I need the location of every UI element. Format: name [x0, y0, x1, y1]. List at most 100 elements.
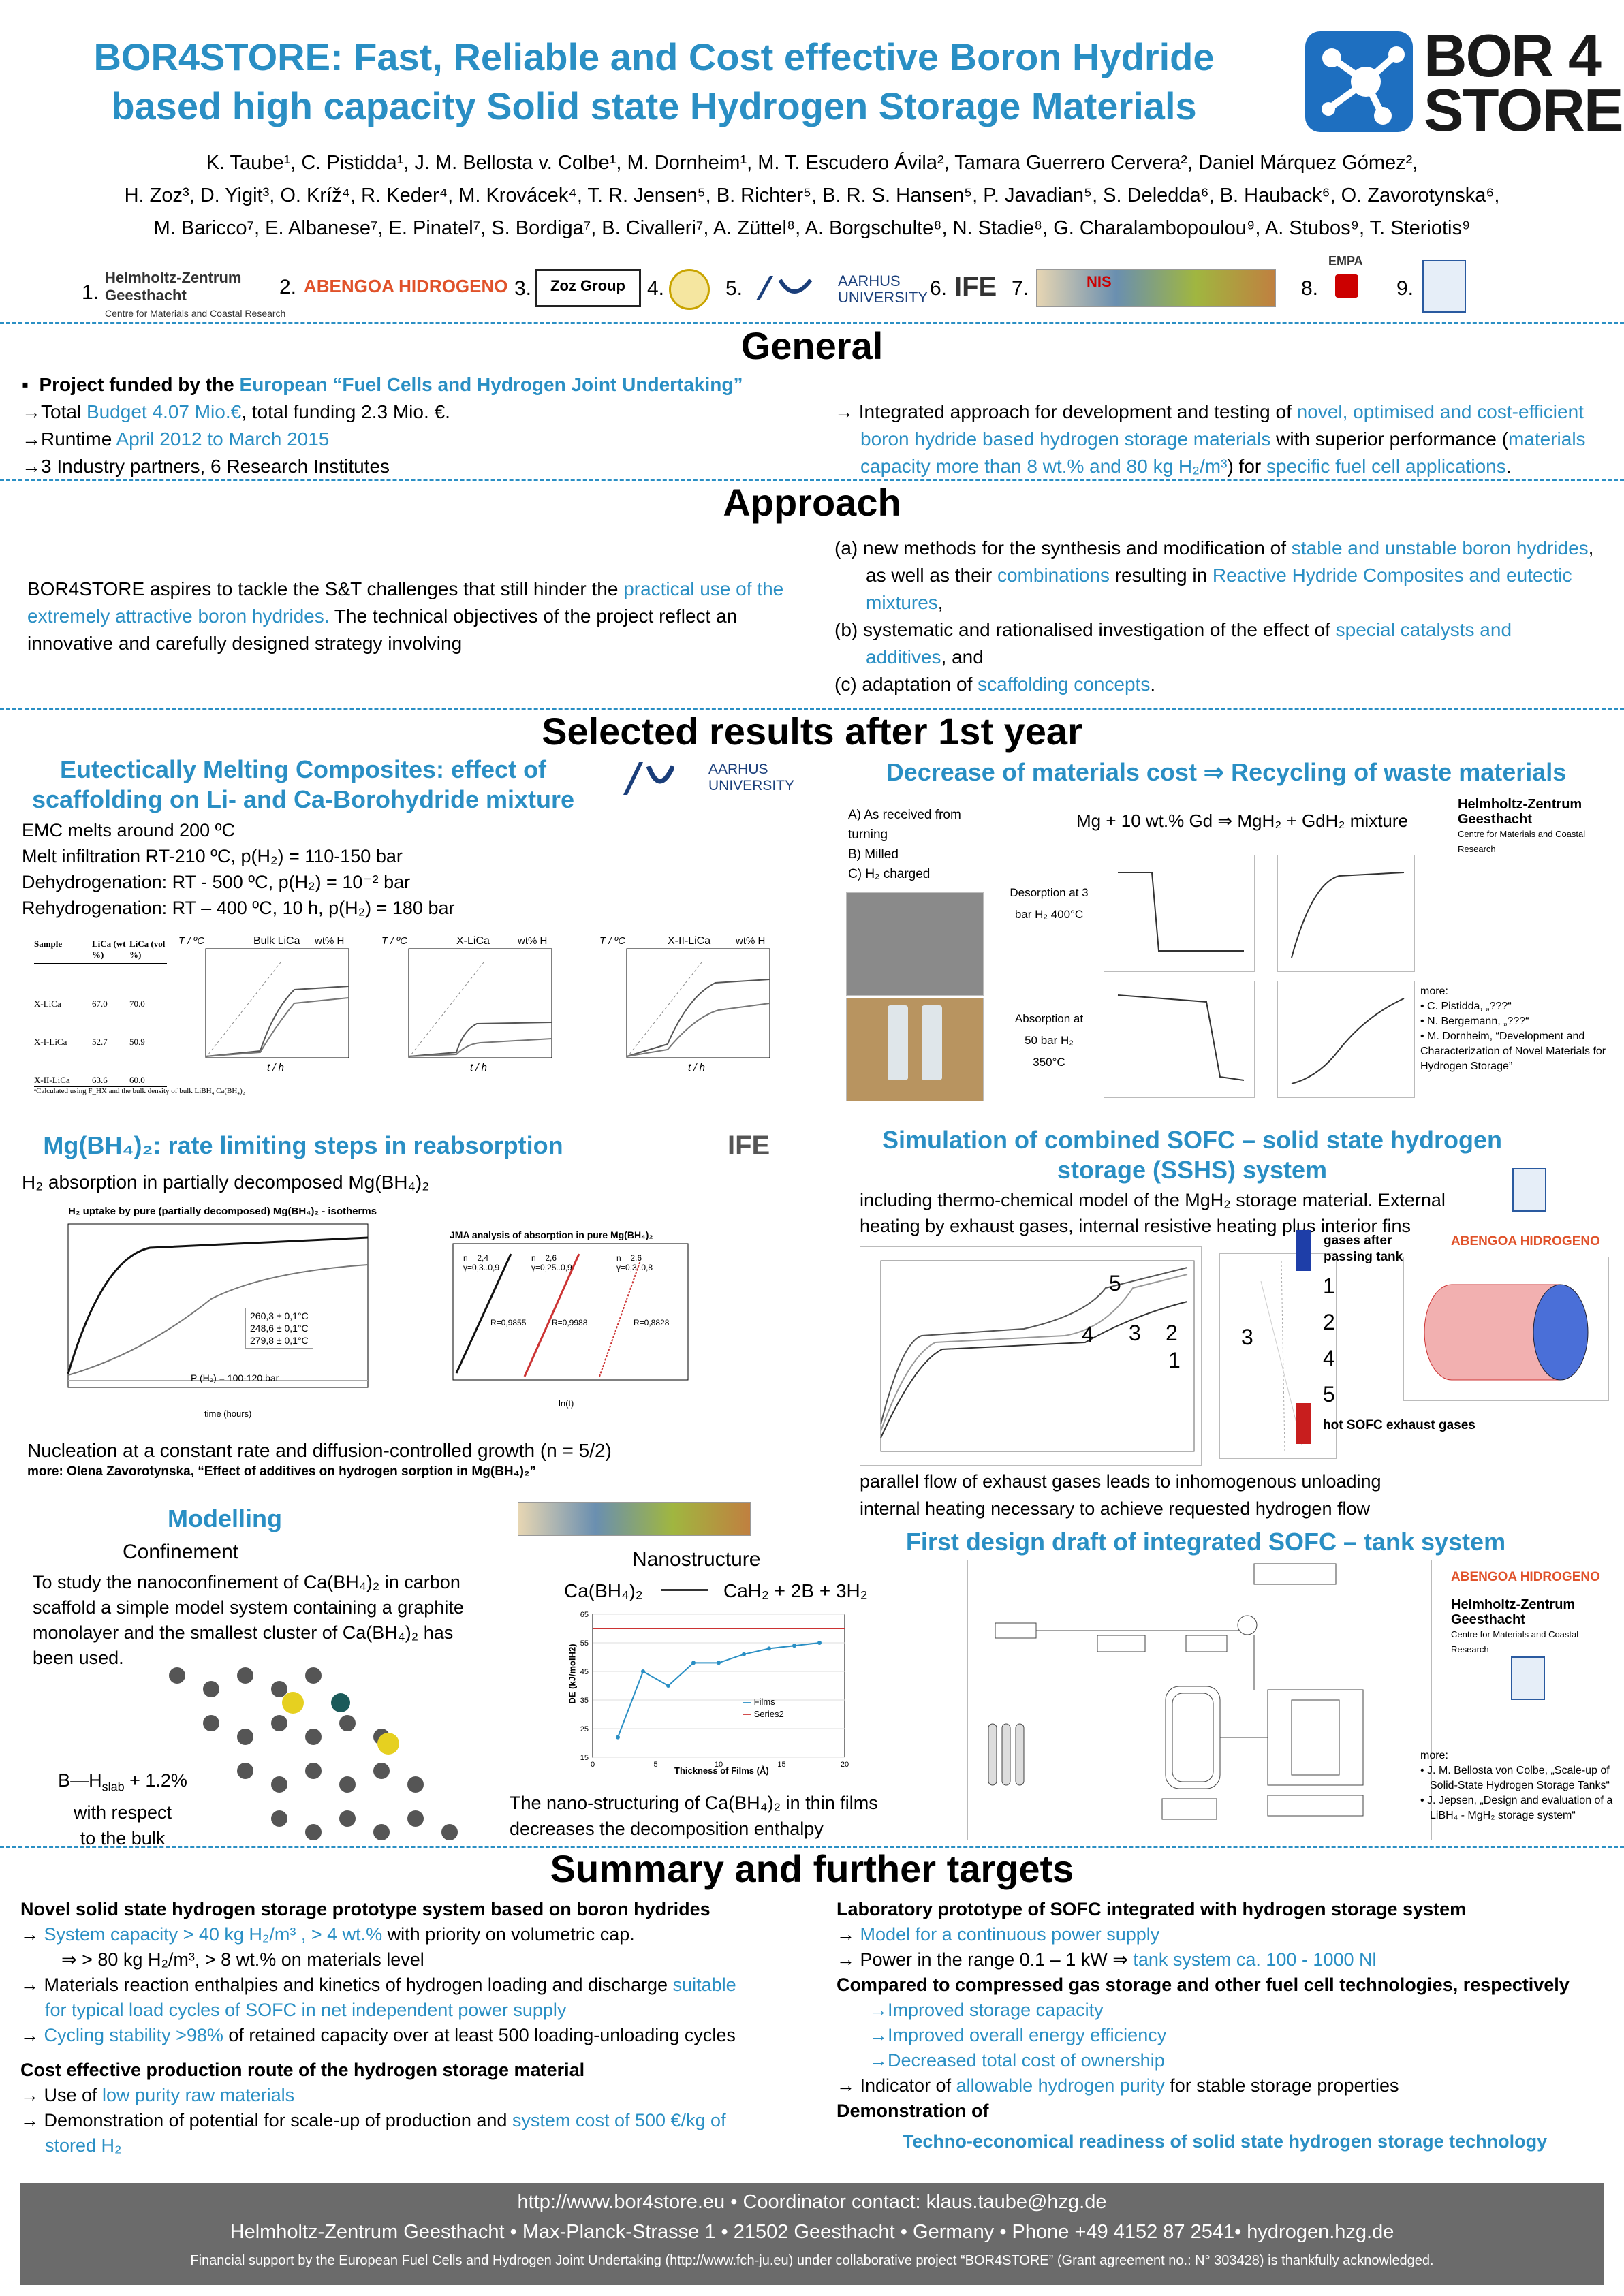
- abengoa-logo-draft: ABENGOA HIDROGENO: [1451, 1570, 1600, 1584]
- arrow-up-hot-gases: [1296, 1403, 1311, 1444]
- poster-title: BOR4STORE: Fast, Reliable and Cost effec…: [93, 35, 1215, 127]
- gases-after-label: gases after passing tank: [1324, 1233, 1403, 1264]
- nano-y-tick: 65: [580, 1611, 589, 1619]
- nano-plot-frame: [592, 1614, 845, 1758]
- cost-reaction: Mg + 10 wt.% Gd ⇒ MgH₂ + GdH₂ mixture: [1076, 811, 1409, 831]
- sofc-label-3: 3: [1241, 1325, 1253, 1349]
- absorption-label: Absorption at 50 bar H₂ 350°C: [1014, 1012, 1084, 1069]
- footer-acknowledgement: Financial support by the European Fuel C…: [190, 2253, 1434, 2268]
- nano-data-point: [666, 1684, 670, 1688]
- arrow-up-gases-after: [1296, 1230, 1311, 1271]
- nano-x-label: Thickness of Films (Å): [674, 1765, 769, 1776]
- nano-data-point: [817, 1641, 822, 1645]
- mg-jma-plot: JMA analysis of absorption in pure Mg(BH…: [436, 1229, 695, 1413]
- footer: http://www.bor4store.eu • Coordinator co…: [20, 2183, 1604, 2285]
- cost-legend: A) As received from turning B) Milled C)…: [848, 808, 961, 881]
- ife-logo: IFE: [728, 1131, 770, 1161]
- sofc-profile-plot: [1219, 1253, 1337, 1459]
- nano-data-point: [742, 1652, 746, 1656]
- nano-y-tick: 25: [580, 1725, 589, 1733]
- section-heading-summary: Summary and further targets: [550, 1847, 1074, 1890]
- section-heading-approach: Approach: [723, 481, 901, 524]
- emc-title: Eutectically Melting Composites: effect …: [31, 755, 575, 813]
- summary-left: Novel solid state hydrogen storage proto…: [20, 1899, 736, 2156]
- mg-isotherm-plot: H₂ uptake by pure (partially decomposed)…: [67, 1206, 377, 1419]
- section-heading-general: General: [740, 324, 884, 367]
- sofc-tank-schematic: [967, 1560, 1432, 1840]
- nano-reaction-right: CaH₂ + 2B + 3H₂: [723, 1580, 868, 1601]
- nano-y-tick: 45: [580, 1668, 589, 1676]
- nano-x-tick: 20: [841, 1761, 849, 1769]
- approach-left: BOR4STORE aspires to tackle the S&T chal…: [27, 578, 784, 654]
- general-left: ▪ Project funded by the European “Fuel C…: [22, 374, 743, 477]
- photo-turnings: [846, 892, 984, 996]
- footer-address: Helmholtz-Zentrum Geesthacht • Max-Planc…: [230, 2221, 1394, 2243]
- nano-data-point: [717, 1661, 721, 1665]
- summary-right: Laboratory prototype of SOFC integrated …: [837, 1899, 1570, 2152]
- demokritos-logo-draft: [1511, 1656, 1545, 1700]
- rule-approach-top: [0, 479, 1624, 481]
- mg-title: Mg(BH₄)₂: rate limiting steps in reabsor…: [43, 1131, 563, 1159]
- rule-results-top: [0, 708, 1624, 710]
- aarhus-logo-icon: [623, 762, 674, 795]
- plot-d: [1104, 981, 1255, 1098]
- nano-x-tick: 5: [653, 1761, 657, 1769]
- confinement-label: Confinement: [123, 1541, 239, 1563]
- sofc-notes: parallel flow of exhaust gases leads to …: [860, 1471, 1381, 1519]
- cost-title: Decrease of materials cost ⇒ Recycling o…: [886, 758, 1567, 786]
- plot-b: [1277, 855, 1415, 972]
- mg-note: Nucleation at a constant rate and diffus…: [27, 1440, 612, 1461]
- graphite-cluster-model: [150, 1662, 477, 1866]
- nanostructure-title: Nanostructure: [632, 1548, 761, 1571]
- desorption-label: Desorption at 3 bar H₂ 400°C: [1010, 886, 1089, 921]
- sofc-title: Simulation of combined SOFC – solid stat…: [881, 1126, 1503, 1184]
- cost-references: more: • C. Pistidda, „???“ • N. Bergeman…: [1420, 986, 1606, 1072]
- mg-subtitle: H₂ absorption in partially decomposed Mg…: [22, 1171, 430, 1193]
- sofc-tank-numbers: 1 2 4 5: [1323, 1274, 1335, 1406]
- nano-text: The nano-structuring of Ca(BH₄)₂ in thin…: [510, 1793, 878, 1839]
- bor4store-logo: BOR 4 STORE: [1301, 26, 1624, 143]
- nis-logo-modelling: [518, 1502, 751, 1536]
- hzg-logo-small: Helmholtz-Zentrum Geesthacht Centre for …: [1458, 797, 1586, 854]
- emc-plot-bulk: Bulk LiCa T / ºC wt% H t / h: [178, 935, 376, 1078]
- photo-samples: [846, 998, 984, 1101]
- hot-gases-label: hot SOFC exhaust gases: [1323, 1418, 1475, 1432]
- sofc-description: including thermo-chemical model of the M…: [860, 1190, 1446, 1236]
- nano-x-tick: 15: [777, 1761, 785, 1769]
- emc-conditions: EMC melts around 200 ºC Melt infiltratio…: [22, 820, 455, 918]
- draft-references: more: • J. M. Bellosta von Colbe, „Scale…: [1420, 1750, 1613, 1821]
- plot-c: [1277, 981, 1415, 1098]
- approach-right: (a) new methods for the synthesis and mo…: [834, 537, 1594, 695]
- bh-slab-note: B—Hslab + 1.2% with respect to the bulk: [58, 1770, 187, 1849]
- general-right: → Integrated approach for development an…: [834, 401, 1586, 477]
- nano-y-tick: 15: [580, 1754, 589, 1762]
- footer-contact: http://www.bor4store.eu • Coordinator co…: [517, 2191, 1107, 2213]
- nano-x-tick: 0: [591, 1761, 595, 1769]
- emc-plot-x-ii: X-II-LiCa T / ºC wt% H t / h: [599, 935, 797, 1078]
- nano-data-point: [641, 1669, 645, 1673]
- design-draft-title: First design draft of integrated SOFC – …: [905, 1528, 1506, 1556]
- nano-data-point: [616, 1735, 620, 1740]
- nano-y-tick: 35: [580, 1697, 589, 1705]
- nano-data-point: [767, 1646, 771, 1651]
- rule-general-top: [0, 322, 1624, 324]
- modelling-title: Modelling: [168, 1505, 282, 1532]
- authors-line-2: H. Zoz³, D. Yigit³, O. Kríž⁴, R. Keder⁴,…: [124, 185, 1500, 206]
- nano-reaction-left: Ca(BH₄)₂: [564, 1580, 643, 1601]
- plot-a: [1104, 855, 1255, 972]
- author-list: K. Taube¹, C. Pistidda¹, J. M. Bellosta …: [14, 146, 1610, 245]
- molecule-icon: [1305, 31, 1413, 132]
- sofc-sim-plot: 5 4 3 2 1: [860, 1246, 1202, 1466]
- logo-bottom-text: STORE: [1424, 76, 1624, 144]
- tank-model-3d: [1403, 1257, 1609, 1401]
- nano-data-point: [691, 1661, 696, 1665]
- abengoa-logo-sofc: ABENGOA HIDROGENO: [1451, 1234, 1600, 1248]
- nano-x-tick: 10: [715, 1761, 723, 1769]
- aarhus-logo-icon: [756, 276, 813, 300]
- authors-line-3: M. Baricco⁷, E. Albanese⁷, E. Pinatel⁷, …: [153, 217, 1471, 239]
- nano-legend: — Films — Series2: [743, 1697, 784, 1719]
- nano-data-point: [792, 1644, 796, 1648]
- mg-more: more: Olena Zavorotynska, “Effect of add…: [27, 1464, 536, 1479]
